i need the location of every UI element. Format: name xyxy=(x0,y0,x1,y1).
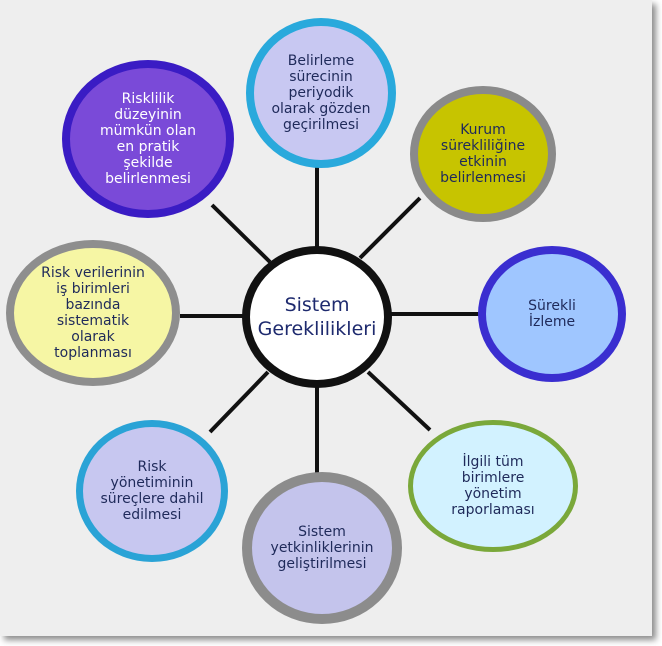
node-upper-left: Risklilik düzeyinin mümkün olan en prati… xyxy=(62,60,234,218)
connector-lower-right xyxy=(366,370,432,432)
node-upper-right-label: Kurum sürekliliğine etkinin belirlenmesi xyxy=(440,122,526,186)
node-lower-left: Risk yönetiminin süreçlere dahil edilmes… xyxy=(76,420,228,562)
node-left: Risk verilerinin iş birimleri bazında si… xyxy=(6,240,180,386)
connector-lower-left xyxy=(208,370,270,434)
center-node: Sistem Gereklilikleri xyxy=(242,246,392,388)
node-right: Sürekli İzleme xyxy=(478,246,626,382)
node-top-label: Belirleme sürecinin periyodik olarak göz… xyxy=(271,53,371,133)
node-bottom: Sistem yetkinliklerinin geliştirilmesi xyxy=(242,472,402,624)
node-upper-left-label: Risklilik düzeyinin mümkün olan en prati… xyxy=(100,91,196,187)
center-node-label: Sistem Gereklilikleri xyxy=(257,294,377,340)
connector-lines xyxy=(180,160,482,478)
connector-upper-right xyxy=(358,196,422,260)
node-right-label: Sürekli İzleme xyxy=(528,298,576,330)
node-lower-right-label: İlgili tüm birimlere yönetim raporlaması xyxy=(451,454,535,518)
node-bottom-label: Sistem yetkinliklerinin geliştirilmesi xyxy=(270,524,374,572)
node-lower-left-label: Risk yönetiminin süreçlere dahil edilmes… xyxy=(100,459,204,523)
node-lower-right: İlgili tüm birimlere yönetim raporlaması xyxy=(408,420,578,552)
node-top: Belirleme sürecinin periyodik olarak göz… xyxy=(246,18,396,168)
node-left-label: Risk verilerinin iş birimleri bazında si… xyxy=(41,265,145,361)
node-upper-right: Kurum sürekliliğine etkinin belirlenmesi xyxy=(410,86,556,222)
diagram-canvas: Belirleme sürecinin periyodik olarak göz… xyxy=(0,0,652,636)
connector-upper-left xyxy=(210,203,272,264)
